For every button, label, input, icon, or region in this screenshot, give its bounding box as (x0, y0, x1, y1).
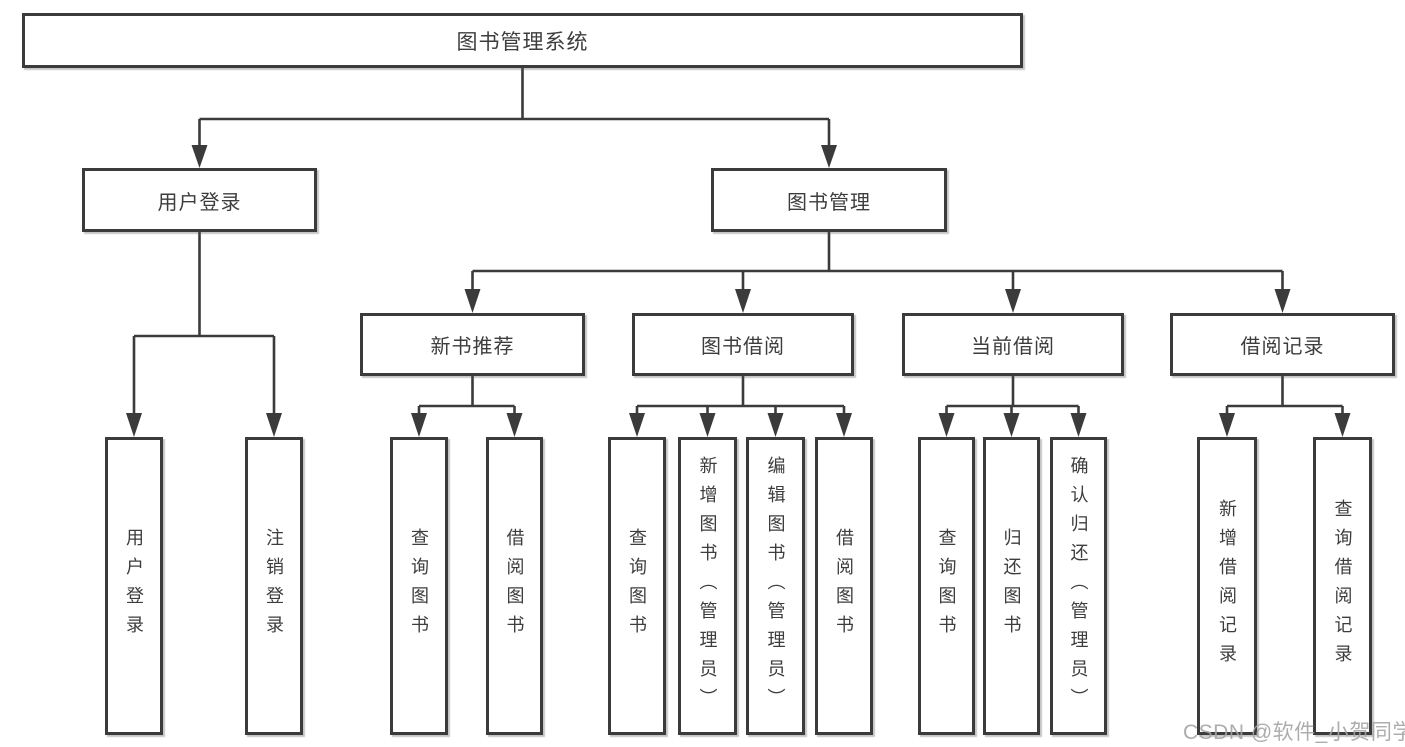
node-book-borrow: 图书借阅 (632, 313, 854, 376)
leaf-label: 新增借阅记录 (1217, 499, 1237, 673)
leaf-label: 归还图书 (1001, 528, 1022, 644)
arrow-down-icon (767, 413, 784, 437)
arrow-down-icon (1005, 289, 1021, 313)
node-borrow-records: 借阅记录 (1170, 313, 1395, 376)
arrow-down-icon (699, 413, 716, 437)
arrow-down-icon (266, 413, 282, 437)
node-borrow-records-label: 借阅记录 (1240, 336, 1325, 358)
leaf-edit-books-admin: 编辑图书（管理员） (746, 437, 805, 735)
node-user-login: 用户登录 (82, 168, 317, 232)
connector-book-mgmt (471, 232, 1284, 291)
leaf-label: 查询图书 (936, 528, 957, 644)
arrow-down-icon (1274, 289, 1291, 313)
leaf-borrow-books-2: 借阅图书 (815, 437, 873, 735)
leaf-label: 确认归还（管理员） (1068, 455, 1089, 717)
connector-current-borrow (945, 376, 1080, 415)
node-new-book-recommend-label: 新书推荐 (430, 336, 515, 358)
leaf-add-borrow-record: 新增借阅记录 (1197, 437, 1257, 735)
node-user-login-label: 用户登录 (157, 191, 242, 214)
leaf-query-books-2: 查询图书 (608, 437, 666, 735)
leaf-return-books: 归还图书 (983, 437, 1040, 735)
arrow-down-icon (1334, 413, 1351, 437)
node-root: 图书管理系统 (22, 13, 1023, 68)
arrow-down-icon (735, 289, 751, 313)
arrow-down-icon (1003, 413, 1020, 437)
node-current-borrow-label: 当前借阅 (971, 336, 1055, 358)
connector-root (198, 68, 831, 146)
leaf-label: 注销登录 (264, 528, 284, 644)
leaf-label: 查询图书 (627, 528, 647, 644)
leaf-query-books-1: 查询图书 (390, 437, 448, 735)
leaf-query-borrow-record: 查询借阅记录 (1313, 437, 1372, 735)
leaf-label: 编辑图书（管理员） (765, 455, 786, 717)
arrow-down-icon (1070, 413, 1087, 437)
arrow-down-icon (191, 145, 208, 168)
leaf-label: 查询借阅记录 (1332, 499, 1353, 673)
leaf-query-books-3: 查询图书 (918, 437, 975, 735)
connector-user-login (132, 232, 276, 414)
connector-stems (132, 68, 1344, 415)
leaf-user-login: 用户登录 (105, 437, 163, 735)
node-root-label: 图书管理系统 (456, 30, 589, 54)
arrowheads (126, 145, 1351, 437)
leaf-borrow-books-1: 借阅图书 (486, 437, 543, 735)
node-book-borrow-label: 图书借阅 (701, 336, 785, 358)
leaf-label: 借阅图书 (504, 528, 525, 644)
arrow-down-icon (506, 413, 523, 437)
connector-book-borrow (635, 376, 846, 415)
arrow-down-icon (938, 413, 955, 437)
leaf-label: 查询图书 (409, 528, 429, 644)
node-current-borrow: 当前借阅 (902, 313, 1124, 376)
arrow-down-icon (836, 413, 852, 437)
leaf-logout: 注销登录 (245, 437, 303, 735)
arrow-down-icon (411, 413, 427, 437)
node-new-book-recommend: 新书推荐 (360, 313, 585, 376)
leaf-label: 用户登录 (124, 528, 144, 644)
leaf-label: 借阅图书 (834, 528, 854, 644)
watermark-text: CSDN @软件_小贺同学 (1183, 721, 1405, 744)
node-book-management-label: 图书管理 (787, 191, 871, 214)
arrow-down-icon (1219, 413, 1235, 437)
node-book-management: 图书管理 (711, 168, 947, 232)
connector-new-books (417, 376, 516, 415)
leaf-label: 新增图书（管理员） (697, 455, 718, 717)
leaf-confirm-return-admin: 确认归还（管理员） (1050, 437, 1107, 735)
leaf-add-books-admin: 新增图书（管理员） (678, 437, 737, 735)
arrow-down-icon (821, 145, 837, 168)
arrow-down-icon (126, 413, 142, 437)
connector-borrow-records (1225, 376, 1344, 415)
arrow-down-icon (629, 413, 645, 437)
arrow-down-icon (464, 289, 481, 313)
